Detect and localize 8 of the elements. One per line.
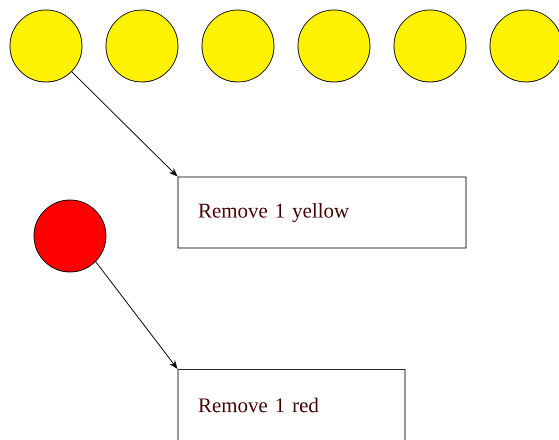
ball — [394, 10, 466, 82]
ball — [298, 10, 370, 82]
text-box: Remove 1 red — [178, 369, 406, 440]
ball — [34, 200, 106, 272]
text-box: Remove 1 yellow — [178, 176, 466, 248]
ball — [10, 10, 82, 82]
ball — [106, 10, 178, 82]
ball — [202, 10, 274, 82]
